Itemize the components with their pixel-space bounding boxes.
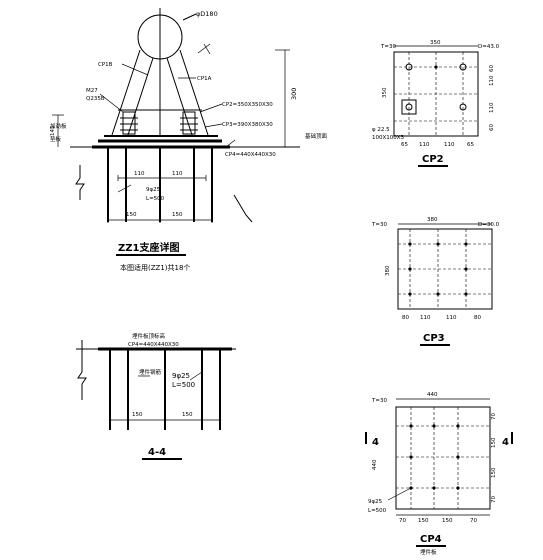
sec44-top-note: 埋件板顶标高 — [132, 332, 166, 340]
cp2-title: CP2 — [422, 154, 444, 165]
break-mark-right — [233, 194, 253, 223]
cp3-d: D=30.0 — [478, 222, 500, 228]
sec44-dim-150-left: 150 — [132, 412, 143, 418]
cp4-t: T=30 — [371, 398, 387, 404]
cp3-holes — [408, 242, 468, 296]
sec44-rebar: 9φ25 — [172, 372, 190, 380]
bolt-grade-label: Q235B — [86, 96, 105, 102]
cp4-bdim-1: 70 — [399, 518, 406, 524]
cp3-t: T=30 — [371, 222, 387, 228]
cp3-bdim-3: 110 — [446, 315, 457, 321]
cp2-bdim-3: 110 — [444, 142, 455, 148]
cp3-bdim-2: 110 — [420, 315, 431, 321]
section-mark-4-left: 4 — [372, 437, 379, 448]
section-mark-4-right: 4 — [502, 437, 509, 448]
anchor-bolt-left — [120, 111, 138, 135]
note-stiffener: 加劲板 — [50, 122, 67, 130]
cp3-width: 380 — [427, 217, 438, 223]
zz1-dimensions: 300 145 110 110 150 150 — [50, 49, 298, 223]
cp3-bdim-1: 80 — [402, 315, 409, 321]
dim-150-right: 150 — [172, 212, 183, 218]
zz1-support-detail: φD180 — [50, 8, 328, 272]
dim-300: 300 — [290, 88, 298, 100]
cp4-rdim-4: 70 — [491, 496, 497, 503]
cp4-rdim-1: 70 — [491, 413, 497, 420]
sec44-side-note: 埋件钢筋 — [139, 368, 162, 376]
cp2-rdim-1: 60 — [489, 65, 495, 72]
dim-145: 145 — [50, 125, 56, 136]
bolt-label: M27 — [86, 88, 98, 94]
cp4-width: 440 — [427, 392, 438, 398]
pipe-leader — [182, 13, 197, 21]
sec44-rebars — [109, 349, 221, 430]
cp2-hole-note: 100X100X3 — [372, 135, 405, 141]
note-foundation-top: 基础顶面 — [305, 132, 328, 140]
dim-110-right: 110 — [172, 171, 183, 177]
cp2-rdim-4: 60 — [489, 124, 495, 131]
cp2-hole: φ 22.5 — [372, 127, 390, 133]
sec44-cp4: CP4=440X440X30 — [128, 342, 179, 348]
cp4-left-dim: 440 — [372, 459, 378, 470]
cp4-callout: CP4=440X440X30 — [225, 152, 276, 158]
dim-150-left: 150 — [126, 212, 137, 218]
cp2-hole-block — [401, 99, 417, 115]
cp2-callout: CP2=350X350X30 — [222, 102, 273, 108]
cp4-length: L=500 — [368, 508, 387, 514]
break-mark-left — [75, 165, 85, 200]
cp2-d: D=43.0 — [478, 44, 500, 50]
cp4-bdim-3: 150 — [442, 518, 453, 524]
sec44-title: 4-4 — [148, 447, 166, 458]
zz1-title: ZZ1支座详图 — [118, 241, 179, 254]
cp4-rdim-3: 150 — [491, 467, 497, 478]
section-4-4: 埋件板顶标高 CP4=440X440X30 埋件钢筋 9φ25 L=500 15… — [76, 332, 236, 460]
sec44-dim-150-right: 150 — [182, 412, 193, 418]
cp3-bdim-4: 80 — [474, 315, 481, 321]
cp4-rebar: 9φ25 — [368, 499, 383, 505]
cp4-outline — [395, 406, 491, 510]
cp4-bdim-2: 150 — [418, 518, 429, 524]
cp2-bdim-4: 65 — [467, 142, 474, 148]
zz1-callouts: CP1B CP1A M27 Q235B CP2=350X350X30 CP3=3… — [50, 43, 328, 202]
cp2-rdim-2: 110 — [489, 75, 495, 86]
rebar-length-label: L=500 — [146, 196, 165, 202]
column-body — [111, 49, 209, 136]
cp2-bdim-2: 110 — [419, 142, 430, 148]
sec44-length: L=500 — [172, 381, 195, 389]
embedded-rebars — [107, 147, 213, 222]
sec44-break-mark — [77, 340, 87, 400]
note-shim: 垫板 — [50, 135, 62, 143]
cp2-holes — [405, 63, 467, 111]
cp2-rdim-3: 110 — [489, 102, 495, 113]
cp3-title: CP3 — [423, 333, 445, 344]
cp3-plan: T=30 380 D=30.0 380 80 110 110 80 CP3 — [371, 217, 500, 346]
pipe-dia-label: φD180 — [196, 10, 218, 18]
anchor-bolt-right — [180, 111, 198, 135]
cp2-width: 350 — [430, 40, 441, 46]
cp4-bdim-4: 70 — [470, 518, 477, 524]
cp1b-label: CP1B — [98, 62, 113, 68]
column-ribs — [127, 57, 193, 136]
cp2-bdim-1: 65 — [401, 142, 408, 148]
cp2-height: 350 — [382, 87, 388, 98]
cp1a-label: CP1A — [197, 76, 212, 82]
zz1-subtitle: 本图适用(ZZ1)共18个 — [120, 263, 190, 272]
cp4-plan: T=30 440 440 4 4 70 150 150 70 70 150 15… — [365, 392, 513, 556]
rebar-label: 9φ25 — [146, 187, 161, 193]
cp2-plan: T=30 350 D=43.0 350 φ 22.5 100X100X3 60 … — [372, 40, 500, 167]
cp4-title: CP4 — [420, 534, 442, 545]
cp3-height: 380 — [385, 265, 391, 276]
dim-110-left: 110 — [134, 171, 145, 177]
cp3-callout: CP3=390X380X30 — [222, 122, 273, 128]
cp4-sublabel: 埋件板 — [420, 548, 437, 556]
cp4-rdim-2: 150 — [491, 437, 497, 448]
cp2-t: T=30 — [380, 44, 396, 50]
